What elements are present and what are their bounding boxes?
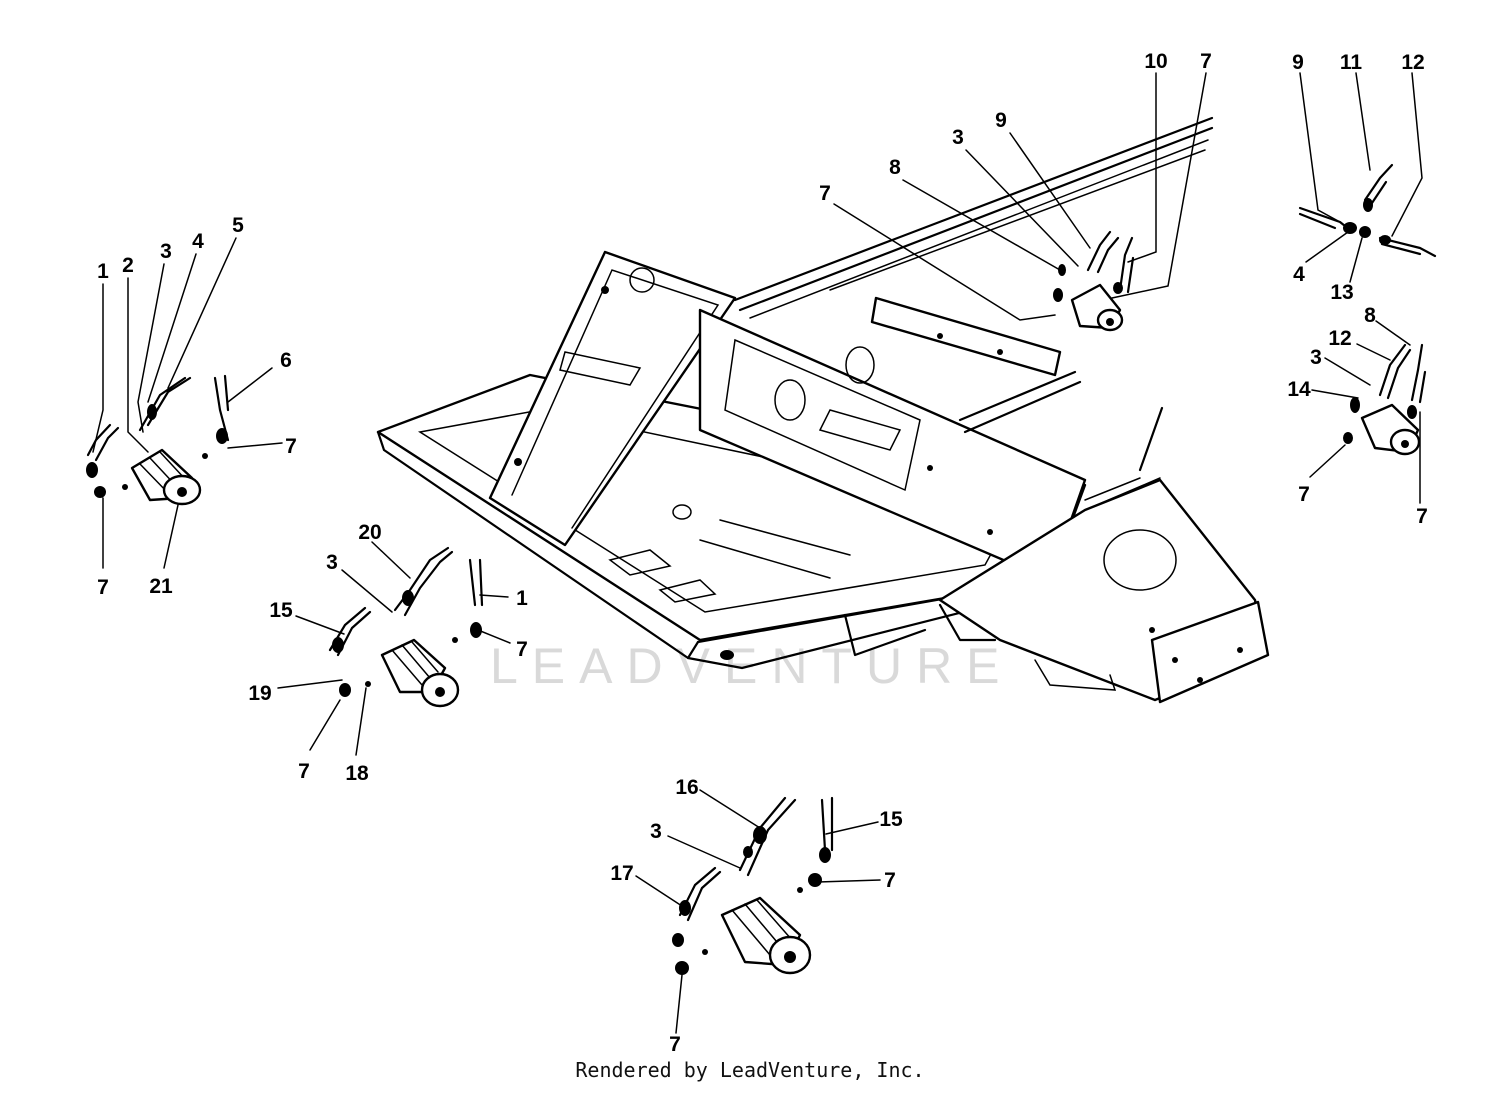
callout-label: 12 [1401, 51, 1424, 74]
callout-label: 5 [232, 214, 244, 237]
callout-label: 7 [516, 638, 528, 661]
callout-label: 3 [952, 126, 964, 149]
callout-label: 7 [884, 869, 896, 892]
callout-label: 1 [97, 260, 109, 283]
callout-label: 8 [1364, 304, 1376, 327]
callout-labels: 1 2 3 4 5 6 7 7 21 20 3 15 1 7 19 7 18 1… [97, 50, 1428, 1056]
callout-label: 2 [122, 254, 134, 277]
motor-upper-center [1053, 230, 1135, 332]
callout-label: 12 [1328, 327, 1351, 350]
motor-mid-left [328, 546, 484, 708]
callout-label: 7 [1200, 50, 1212, 73]
callout-label: 7 [1298, 483, 1310, 506]
callout-label: 9 [1292, 51, 1304, 74]
callout-label: 6 [280, 349, 292, 372]
callout-label: 3 [326, 551, 338, 574]
callout-label: 7 [97, 576, 109, 599]
callout-label: 21 [149, 575, 173, 598]
callout-label: 1 [516, 587, 528, 610]
callout-label: 7 [285, 435, 297, 458]
callout-label: 9 [995, 109, 1007, 132]
callout-label: 15 [879, 808, 903, 831]
watermark-text: LEADVENTURE [490, 638, 1014, 694]
callout-label: 19 [248, 682, 271, 705]
callout-label: 4 [1293, 263, 1305, 286]
callout-label: 14 [1287, 378, 1311, 401]
callout-label: 17 [610, 862, 633, 885]
callout-label: 3 [650, 820, 662, 843]
callout-label: 10 [1144, 50, 1167, 73]
callout-label: 15 [269, 599, 293, 622]
callout-label: 3 [160, 240, 172, 263]
callout-label: 3 [1310, 346, 1322, 369]
callout-label: 11 [1340, 51, 1363, 74]
callout-label: 16 [675, 776, 698, 799]
callout-label: 7 [669, 1033, 681, 1056]
callout-label: 8 [889, 156, 901, 179]
leader-lines [92, 72, 1423, 1034]
callout-label: 20 [358, 521, 381, 544]
motor-right [1343, 343, 1427, 456]
motor-bottom [672, 796, 834, 975]
callout-label: 7 [1416, 505, 1428, 528]
callout-label: 4 [192, 230, 204, 253]
callout-label: 7 [819, 182, 831, 205]
tee-fitting-group [1298, 163, 1437, 258]
callout-label: 7 [298, 760, 310, 783]
render-credit: Rendered by LeadVenture, Inc. [575, 1058, 925, 1082]
callout-label: 18 [345, 762, 369, 785]
mower-deck-frame [376, 116, 1270, 704]
motor-upper-left [86, 374, 230, 506]
callout-label: 13 [1330, 281, 1353, 304]
